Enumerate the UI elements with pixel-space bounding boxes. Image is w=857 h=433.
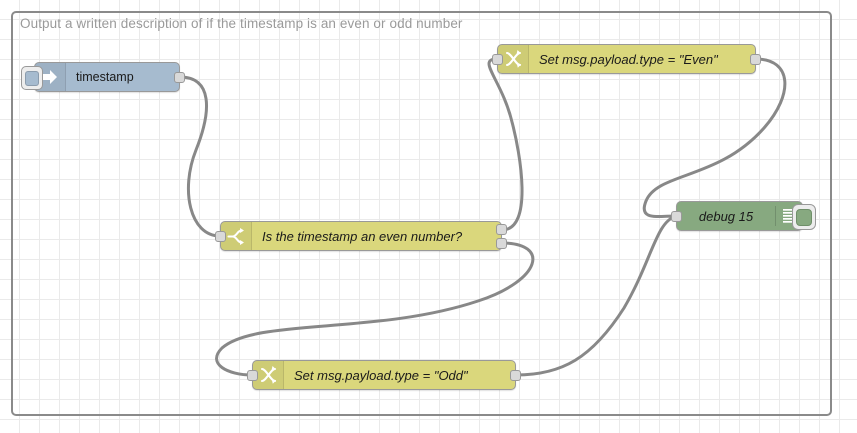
node-label-inject: timestamp <box>76 70 134 84</box>
node-debug-15[interactable]: debug 15 <box>671 201 816 231</box>
debug-divider <box>775 206 776 226</box>
node-change-odd[interactable]: Set msg.payload.type = "Odd" <box>247 360 521 390</box>
debug-lines-icon <box>776 202 802 230</box>
debug-button-inner <box>796 208 812 226</box>
debug-toggle-button[interactable] <box>792 204 816 230</box>
input-port[interactable] <box>671 211 682 222</box>
input-port[interactable] <box>247 370 258 381</box>
node-switch-even-check[interactable]: Is the timestamp an even number? <box>215 221 507 251</box>
output-port-1[interactable] <box>496 224 507 235</box>
node-label-switch: Is the timestamp an even number? <box>262 228 463 244</box>
change-swap-icon <box>253 361 284 389</box>
input-port[interactable] <box>492 54 503 65</box>
inject-button-inner <box>25 70 39 86</box>
node-label-debug: debug 15 <box>698 208 754 224</box>
change-swap-icon <box>498 45 529 73</box>
switch-branch-icon <box>221 222 252 250</box>
output-port-2[interactable] <box>496 238 507 249</box>
node-label-change-odd: Set msg.payload.type = "Odd" <box>294 367 468 383</box>
node-group-label: Output a written description of if the t… <box>20 16 463 31</box>
node-label-change-even: Set msg.payload.type = "Even" <box>539 51 718 67</box>
node-change-even[interactable]: Set msg.payload.type = "Even" <box>492 44 761 74</box>
inject-trigger-button[interactable] <box>21 66 43 90</box>
node-group-box[interactable] <box>11 11 832 416</box>
output-port[interactable] <box>174 72 185 83</box>
output-port[interactable] <box>750 54 761 65</box>
output-port[interactable] <box>510 370 521 381</box>
input-port[interactable] <box>215 231 226 242</box>
node-inject-timestamp[interactable]: timestamp <box>21 62 185 92</box>
